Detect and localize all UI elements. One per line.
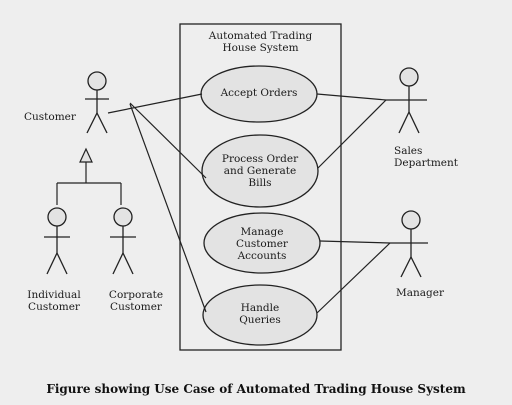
accept-orders-label: Accept Orders bbox=[220, 87, 298, 99]
corporate-line2: Customer bbox=[110, 301, 162, 313]
customer-associations bbox=[107, 93, 207, 313]
generalization bbox=[56, 147, 122, 205]
actor-individual-customer-figure bbox=[44, 207, 70, 275]
use-case-handle-queries bbox=[202, 284, 318, 346]
handle-queries-label: Handle Queries bbox=[239, 302, 281, 326]
actor-sales-department-label: Sales Department bbox=[394, 145, 464, 169]
use-case-process-order bbox=[201, 134, 319, 208]
system-title: Automated Trading House System bbox=[183, 30, 338, 54]
individual-line2: Customer bbox=[28, 301, 80, 313]
actor-corporate-customer-label: Corporate Customer bbox=[100, 289, 172, 313]
manage-accounts-label: Manage Customer Accounts bbox=[236, 226, 288, 262]
figure-caption: Figure showing Use Case of Automated Tra… bbox=[46, 382, 466, 396]
corporate-line1: Corporate bbox=[108, 289, 164, 301]
actor-customer-figure bbox=[85, 71, 109, 134]
actor-manager-figure bbox=[390, 210, 428, 278]
sales-line2: Department bbox=[394, 157, 459, 169]
use-case-manage-accounts bbox=[203, 212, 321, 274]
system-title-line1: Automated Trading bbox=[208, 30, 313, 42]
actor-sales-department-figure bbox=[386, 67, 427, 134]
actor-corporate-customer-figure bbox=[110, 207, 136, 275]
individual-line1: Individual bbox=[27, 289, 81, 301]
system-title-line2: House System bbox=[222, 42, 299, 54]
actor-customer-label: Customer bbox=[24, 111, 76, 123]
process-order-label: Process Order and Generate Bills bbox=[221, 153, 299, 189]
sales-associations bbox=[316, 93, 387, 169]
sales-line1: Sales bbox=[394, 145, 423, 157]
actor-individual-customer-label: Individual Customer bbox=[18, 289, 90, 313]
system-boundary bbox=[179, 23, 342, 351]
actor-manager-label: Manager bbox=[396, 287, 444, 299]
manager-associations bbox=[316, 240, 391, 314]
